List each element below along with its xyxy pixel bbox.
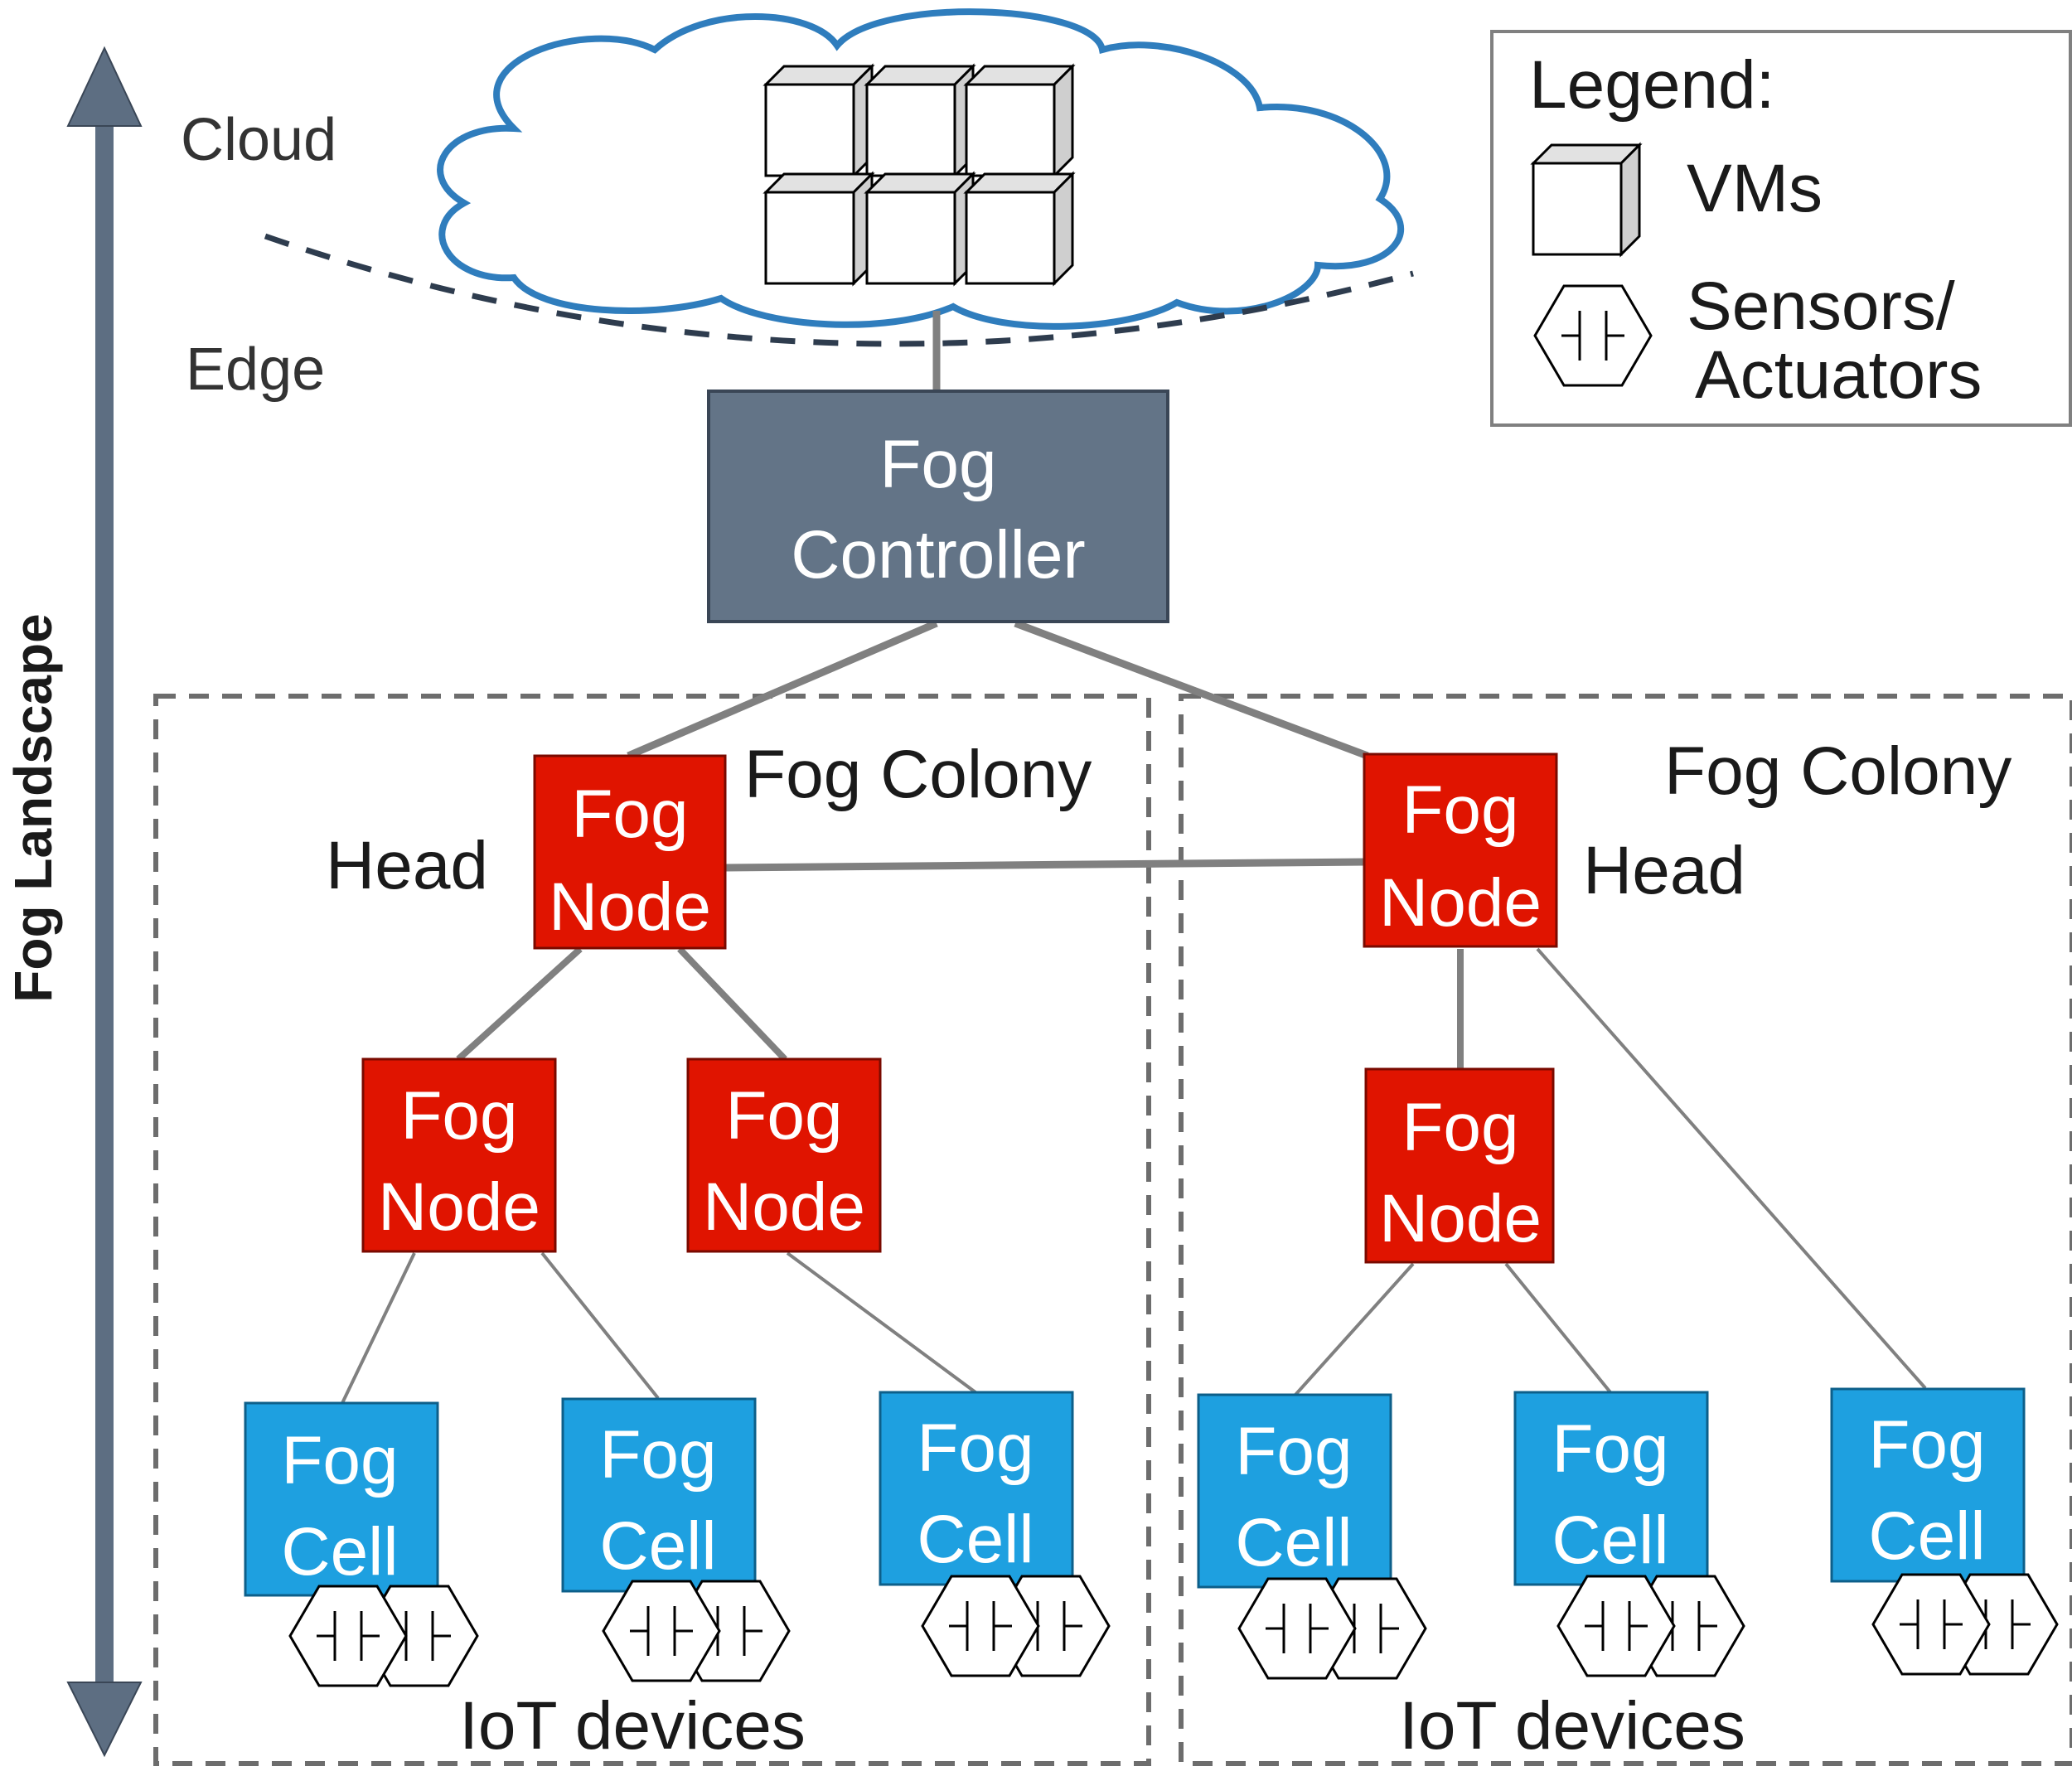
fog-cell: Fog Cell [244, 1401, 439, 1597]
cloud-vms [764, 65, 1074, 285]
edge-boundary [264, 233, 1414, 347]
controller-line2: Controller [791, 517, 1085, 593]
fog-cell-label: Fog [599, 1417, 716, 1493]
fog-cell: Fog Cell [561, 1397, 757, 1593]
fog-node: Fog Node [1364, 1067, 1555, 1264]
head-label-right: Head [1583, 833, 1745, 908]
colony-label-right: Fog Colony [1664, 733, 2011, 809]
fog-node-label: Node [1379, 1181, 1542, 1256]
vm-icon [865, 65, 975, 177]
fog-node-label: Node [1379, 865, 1542, 941]
fog-cell-label: Cell [917, 1502, 1034, 1577]
head-label-left: Head [326, 828, 488, 903]
legend: Legend: VMs Sensors/ Actuators [1490, 30, 2072, 427]
fog-cell-label: Fog [1552, 1411, 1668, 1487]
vm-icon [965, 65, 1074, 177]
fog-controller: Fog Controller [707, 390, 1169, 623]
legend-sensors-line1: Sensors/ [1687, 269, 1955, 344]
fog-landscape-label: Fog Landscape [3, 613, 63, 1002]
fog-node: Fog Node [686, 1057, 882, 1253]
fog-node-label: Node [703, 1169, 865, 1245]
fog-cell: Fog Cell [1197, 1393, 1392, 1589]
vm-icon [865, 172, 975, 285]
fog-node-head-right: Fog Node [1363, 753, 1558, 948]
legend-sensors-line2: Actuators [1695, 337, 1982, 413]
iot-sensors [288, 1573, 2059, 1687]
fog-node-label: Node [549, 869, 711, 945]
landscape-arrow [66, 46, 143, 1758]
fog-cell-label: Fog [917, 1411, 1034, 1486]
iot-devices-label-right: IoT devices [1399, 1688, 1745, 1764]
fog-cell: Fog Cell [1513, 1391, 1709, 1586]
fog-node-label: Fog [725, 1078, 842, 1154]
fog-cell-label: Fog [1235, 1414, 1352, 1489]
vm-icon [764, 65, 874, 177]
fog-cell-label: Fog [1868, 1407, 1985, 1483]
cloud-label: Cloud [181, 107, 336, 173]
iot-devices-label-left: IoT devices [459, 1688, 806, 1764]
vm-icon [764, 172, 874, 285]
vm-icon [965, 172, 1074, 285]
fog-node-label: Fog [1402, 1090, 1518, 1165]
controller-line1: Fog [879, 427, 996, 502]
fog-cell-label: Cell [1235, 1505, 1352, 1580]
vm-legend-icon [1532, 143, 1641, 256]
legend-title: Legend: [1529, 47, 1774, 123]
colony-box-right [1179, 694, 2072, 1766]
fog-node-label: Node [378, 1169, 540, 1245]
fog-cell: Fog Cell [1830, 1387, 2026, 1583]
colony-box-left [153, 694, 1151, 1766]
legend-vms-label: VMs [1687, 151, 1823, 226]
fog-node: Fog Node [361, 1057, 557, 1253]
fog-node-label: Fog [1402, 772, 1518, 848]
fog-cell-label: Fog [281, 1423, 398, 1498]
fog-node-label: Fog [400, 1078, 517, 1154]
fog-cell-label: Cell [1552, 1503, 1668, 1578]
fog-cell-label: Cell [599, 1508, 716, 1584]
colony-label-left: Fog Colony [744, 737, 1092, 812]
links [341, 311, 1927, 1404]
fog-node-head-left: Fog Node [533, 754, 727, 950]
edge-label: Edge [186, 336, 325, 403]
fog-cell-label: Cell [281, 1514, 398, 1590]
fog-node-label: Fog [571, 777, 688, 852]
fog-cell-label: Cell [1868, 1498, 1985, 1574]
fog-cell: Fog Cell [879, 1391, 1074, 1586]
